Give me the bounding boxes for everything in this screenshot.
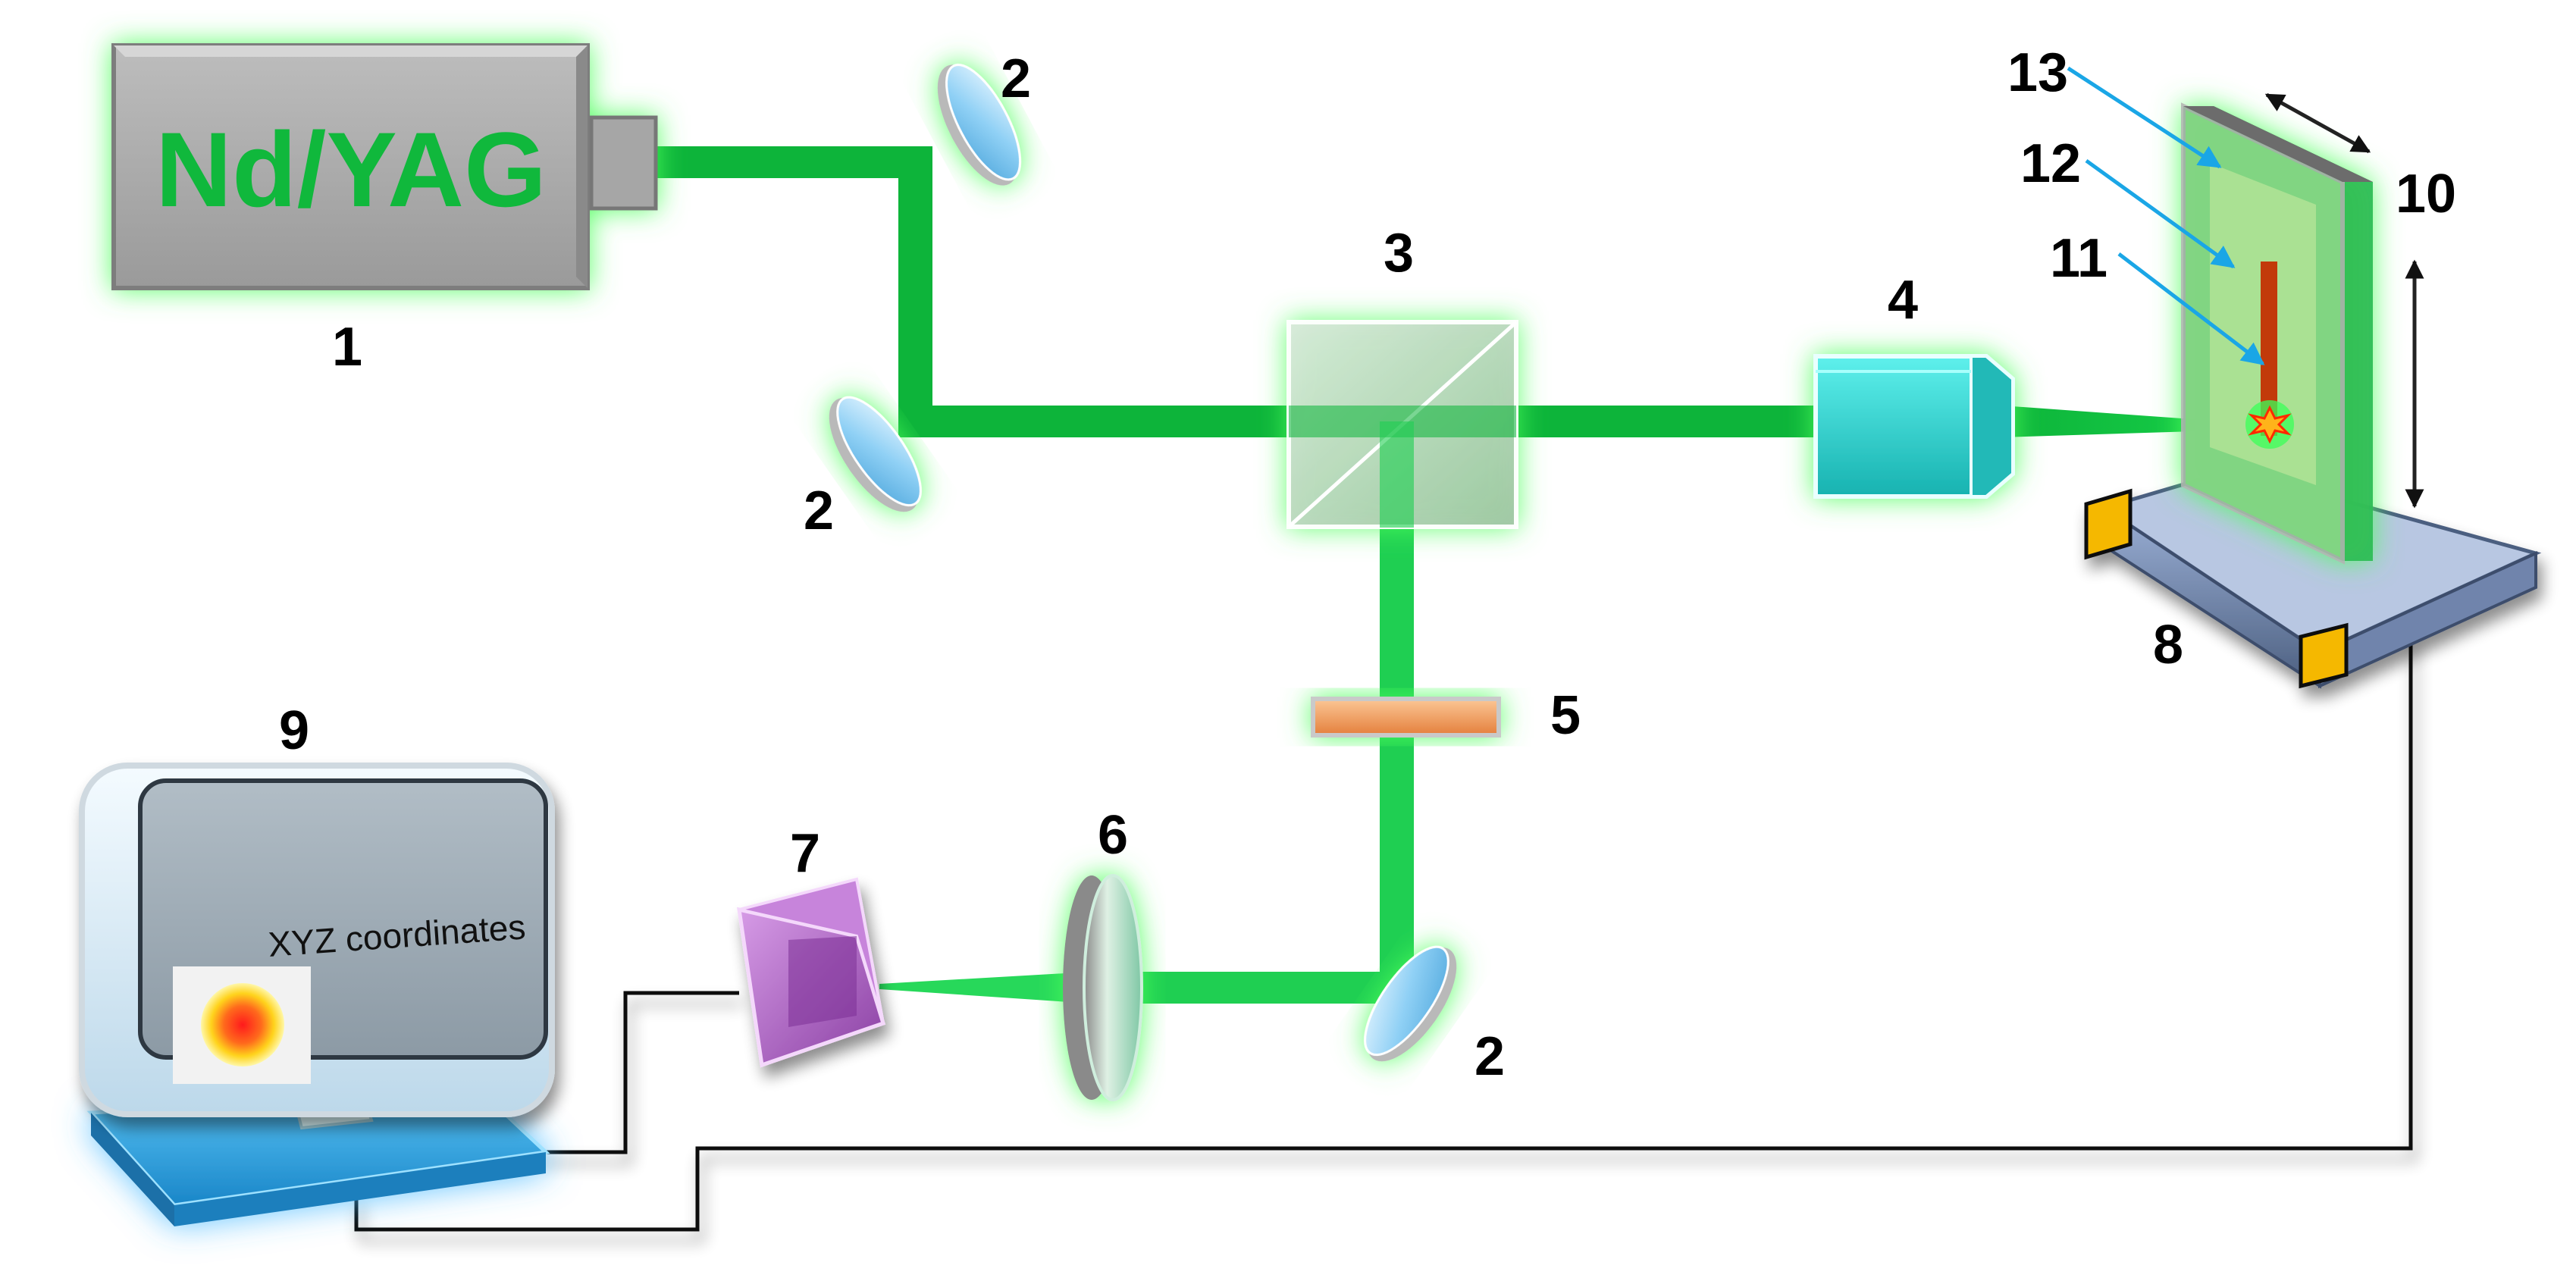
label-6: 6 [1098, 805, 1128, 866]
mirror-bottom [1364, 945, 1457, 1062]
cable-stage-to-computer [354, 637, 2413, 1232]
data-cables [354, 637, 2413, 1232]
beam-laser-to-mirror [656, 146, 929, 178]
label-2-left: 2 [804, 481, 834, 541]
label-3: 3 [1384, 223, 1414, 283]
beam-vertical-mirrors [898, 146, 932, 419]
heat-map-spot [201, 983, 284, 1066]
beam-lens-to-detector-cone [879, 972, 1092, 1004]
label-12: 12 [2020, 133, 2081, 194]
label-2-bottom: 2 [1474, 1026, 1505, 1087]
mirror-left [829, 396, 922, 512]
optical-filter [1311, 697, 1501, 738]
callout-arrows [2067, 66, 2265, 365]
ablation-spark [2245, 400, 2294, 449]
motion-arrows [2264, 92, 2424, 509]
label-8: 8 [2153, 615, 2183, 675]
laser-output-port [589, 115, 658, 211]
label-10: 10 [2396, 164, 2456, 224]
beam-to-lens [1092, 972, 1402, 1004]
label-5: 5 [1550, 685, 1581, 746]
laser-beam-path [656, 146, 2267, 1004]
label-7: 7 [790, 823, 820, 884]
mirror-top [937, 64, 1022, 186]
label-13: 13 [2007, 42, 2068, 103]
sample-rod [2261, 262, 2277, 436]
computer-monitor-base [86, 1089, 550, 1226]
sample-holder [2181, 102, 2373, 565]
cable-detector-to-computer [534, 991, 739, 1154]
label-9: 9 [279, 700, 309, 761]
focusing-lens [1063, 874, 1143, 1101]
laser-source [111, 43, 658, 290]
label-11: 11 [2050, 228, 2107, 289]
beam-splitter [1286, 320, 1518, 529]
photodetector [736, 877, 886, 1068]
laser-label: Nd/YAG [155, 110, 547, 229]
computer-monitor [79, 763, 555, 1117]
translation-stage [2084, 468, 2542, 689]
beam-splitter-to-objective [1516, 406, 1827, 437]
label-2-top: 2 [1001, 49, 1031, 109]
objective-lens [1813, 354, 2015, 499]
stage-knob-right [2299, 622, 2349, 689]
stage-knob-left [2084, 488, 2133, 560]
label-4: 4 [1888, 270, 1918, 330]
label-1: 1 [332, 317, 362, 377]
